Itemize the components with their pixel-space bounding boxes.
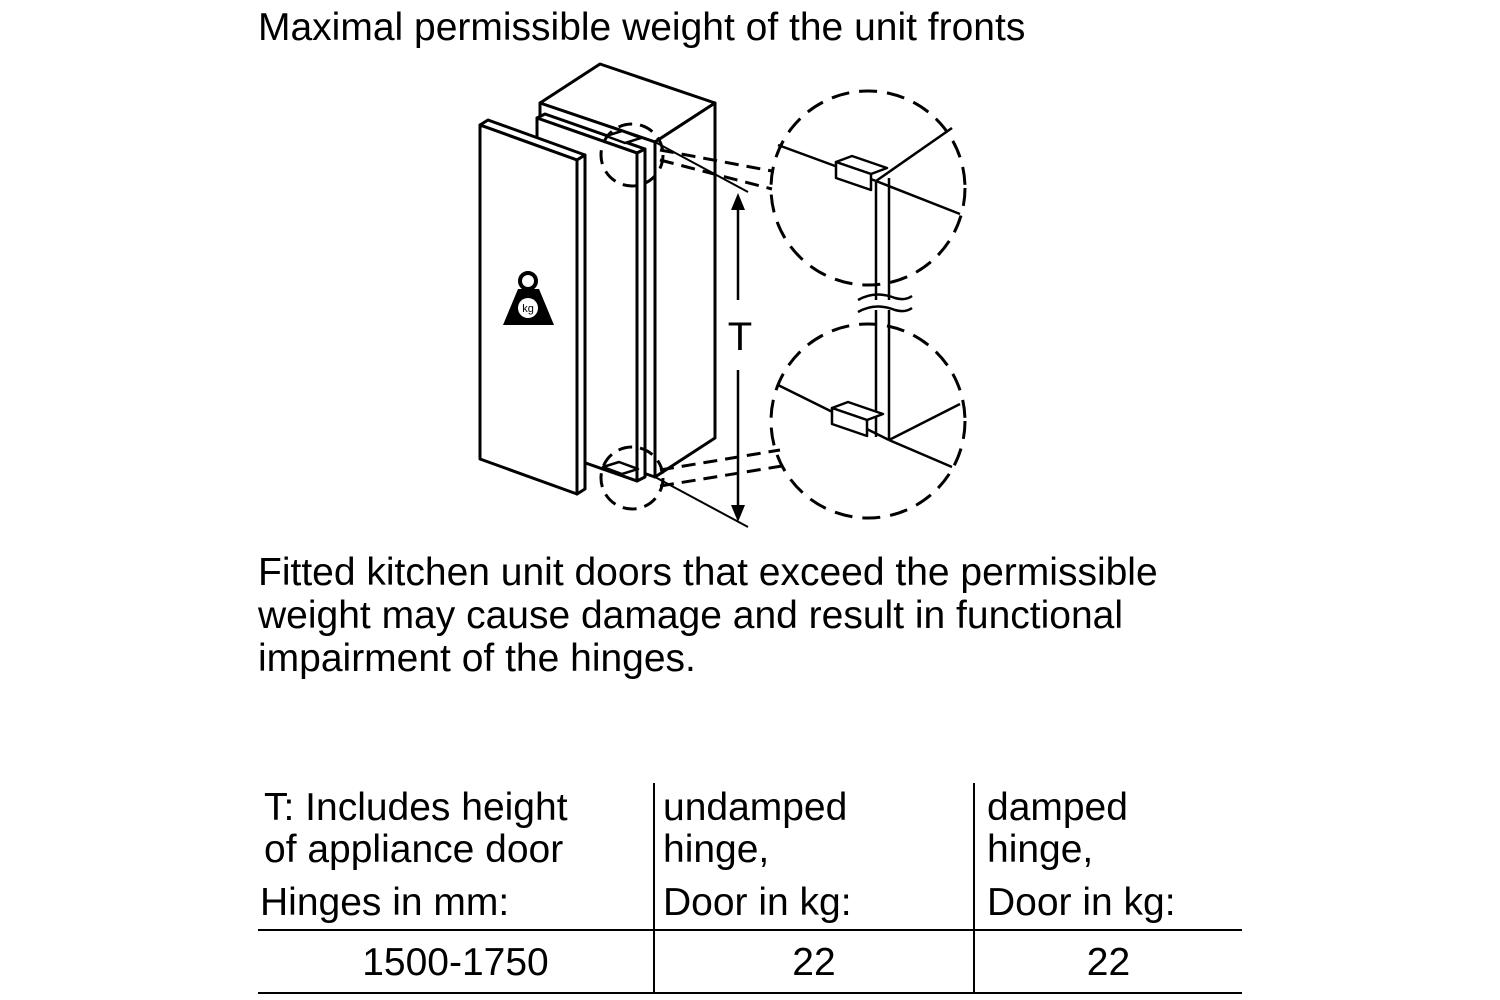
top-hinge xyxy=(604,129,643,145)
table-header-divider xyxy=(258,929,1242,931)
header-height-line1: T: Includes height xyxy=(264,786,568,829)
bottom-callout-circle xyxy=(599,445,665,511)
header-damped-line3: Door in kg: xyxy=(987,881,1176,924)
header-damped-line2: hinge, xyxy=(987,828,1094,871)
table-cell-damped-weight: 22 xyxy=(1086,941,1131,984)
weight-icon-label: kg xyxy=(522,303,534,315)
warning-line: Fitted kitchen unit doors that exceed th… xyxy=(258,551,1158,594)
bottom-hinge xyxy=(601,460,640,476)
header-undamped-line3: Door in kg: xyxy=(663,881,852,924)
table-cell-undamped-weight: 22 xyxy=(792,941,836,984)
table-column-divider xyxy=(973,783,975,993)
table-bottom-border xyxy=(258,992,1242,994)
header-undamped-line1: undamped xyxy=(663,786,848,829)
table-column-divider xyxy=(653,783,655,993)
header-height-line3: Hinges in mm: xyxy=(260,881,510,924)
top-callout-circle xyxy=(599,122,665,188)
header-damped-line1: damped xyxy=(987,786,1128,829)
page-title: Maximal permissible weight of the unit f… xyxy=(258,6,1026,49)
header-undamped-line2: hinge, xyxy=(663,828,770,871)
hinge-diagram: kg T xyxy=(478,62,967,528)
table-cell-height-range: 1500-1750 xyxy=(362,941,549,984)
warning-line: impairment of the hinges. xyxy=(258,637,696,680)
warning-text: Fitted kitchen unit doors that exceed th… xyxy=(258,551,1158,680)
warning-line: weight may cause damage and result in fu… xyxy=(258,594,1124,637)
weight-icon: kg xyxy=(503,271,554,325)
header-height-line2: of appliance door xyxy=(264,828,564,871)
dimension-label: T xyxy=(728,315,752,359)
bottom-detail xyxy=(769,310,967,520)
top-detail xyxy=(769,89,967,300)
